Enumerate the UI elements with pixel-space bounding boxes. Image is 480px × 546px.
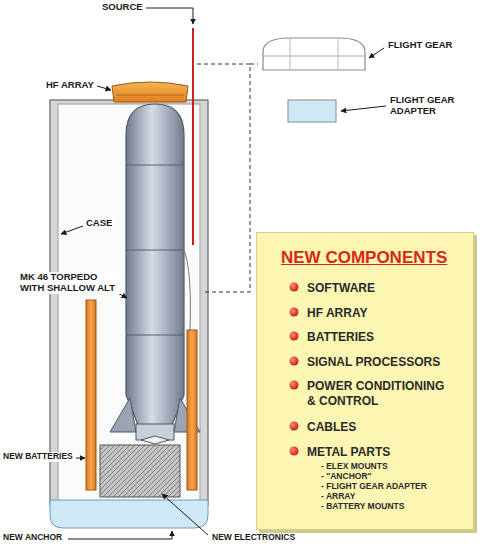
hf-array-seam (116, 95, 184, 96)
torpedo-propeller (141, 436, 169, 444)
component-item: SOFTWARE (307, 281, 452, 296)
source-cable (192, 28, 194, 245)
part-label: NEW ELECTRONICS (210, 533, 297, 543)
leader-line (162, 494, 208, 535)
component-subitem: - ELEX MOUNTS (321, 461, 466, 472)
torpedo-body (126, 104, 184, 425)
leader-line (61, 226, 83, 234)
leader-line (146, 8, 193, 24)
leader-line (97, 86, 111, 90)
part-label: HF ARRAY (44, 80, 96, 91)
component-subitem: - BATTERY MOUNTS (321, 501, 466, 512)
component-item: BATTERIES (307, 330, 452, 345)
component-item: SIGNAL PROCESSORS (307, 355, 452, 370)
flight-gear-seam (338, 38, 339, 70)
case-outer-wall (50, 100, 208, 505)
list-bullet (290, 422, 299, 431)
list-bullet (290, 357, 299, 366)
torpedo-band (126, 335, 184, 336)
hf-array-cap (112, 82, 188, 102)
flight-gear-seam (290, 38, 291, 70)
electronics-block (100, 445, 180, 497)
dashed-bracket (197, 64, 250, 292)
flight-gear (263, 38, 365, 70)
torpedo-band (126, 165, 184, 166)
component-subitem: - ARRAY (321, 491, 466, 502)
list-bullet (290, 332, 299, 341)
leader-line (341, 106, 386, 111)
part-label: NEW BATTERIES (1, 452, 75, 462)
list-bullet (290, 381, 299, 390)
leader-line (369, 48, 384, 58)
component-item: POWER CONDITIONING & CONTROL (307, 379, 452, 409)
list-bullet (290, 447, 299, 456)
component-item: HF ARRAY (307, 306, 452, 321)
part-label: FLIGHT GEAR ADAPTER (388, 95, 464, 117)
part-label: CASE (84, 218, 114, 229)
torpedo-band (126, 250, 184, 251)
legend-heading: NEW COMPONENTS (281, 247, 471, 268)
list-bullet (290, 308, 299, 317)
part-label: FLIGHT GEAR (386, 40, 454, 51)
component-subitem: - "ANCHOR" (321, 471, 466, 482)
component-item: CABLES (307, 420, 452, 435)
flight-gear-seam (263, 56, 365, 57)
part-label: SOURCE (100, 2, 145, 13)
component-subitem: - FLIGHT GEAR ADAPTER (321, 481, 466, 492)
part-label: NEW ANCHOR (1, 533, 64, 543)
flight-gear-adapter (288, 100, 336, 122)
leader-line (76, 458, 85, 459)
battery-strip (187, 330, 197, 490)
leader-line (68, 531, 172, 539)
part-label: MK 46 TORPEDO WITH SHALLOW ALT (18, 272, 122, 294)
case-interior (58, 104, 200, 502)
cable (184, 250, 190, 330)
component-item: METAL PARTS (307, 445, 452, 460)
list-bullet (290, 283, 299, 292)
components-box: NEW COMPONENTS SOFTWARE HF ARRAY BATTERIES S… (256, 232, 474, 530)
battery-strip (86, 300, 96, 490)
torpedo-fin (110, 398, 136, 432)
dashed-bracket (250, 64, 258, 65)
